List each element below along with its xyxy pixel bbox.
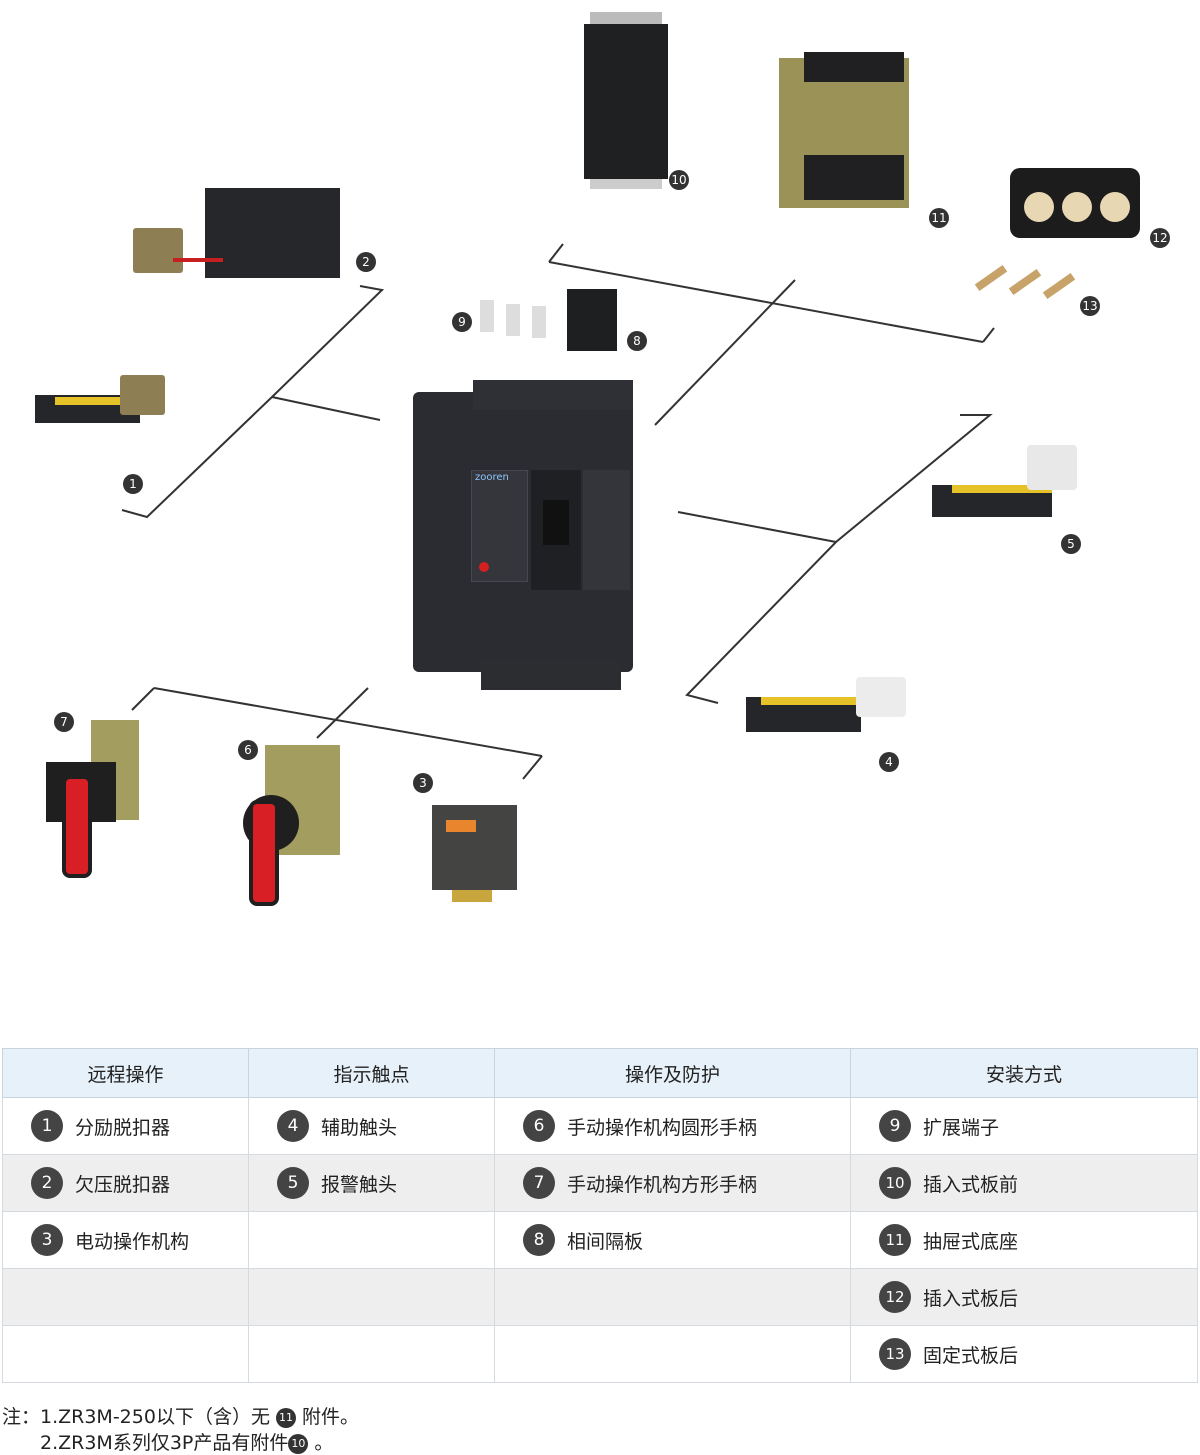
table-cell: 13 固定式板后 — [850, 1325, 1198, 1383]
phase-barrier-image — [567, 289, 617, 351]
shunt-release-image — [35, 375, 175, 455]
table-cell — [248, 1211, 495, 1269]
item-label: 固定式板后 — [923, 1344, 1019, 1367]
plug-in-rear-image — [1010, 168, 1140, 238]
table-cell: 7 手动操作机构方形手柄 — [494, 1154, 851, 1212]
item-label: 欠压脱扣器 — [75, 1173, 171, 1196]
note-2-badge: 10 — [288, 1433, 309, 1454]
alarm-contact-image — [932, 445, 1082, 535]
table-row: 1 分励脱扣器 4 辅助触头 6 手动操作机构圆形手柄 9 扩展端子 — [2, 1097, 1198, 1155]
table-cell: 12 插入式板后 — [850, 1268, 1198, 1326]
item-number-badge: 2 — [31, 1167, 63, 1199]
table-cell: 8 相间隔板 — [494, 1211, 851, 1269]
item-number-badge: 11 — [879, 1224, 911, 1256]
table-cell: 6 手动操作机构圆形手柄 — [494, 1097, 851, 1155]
plug-in-front-image — [584, 12, 668, 189]
item-number-badge: 12 — [879, 1281, 911, 1313]
main-breaker: zooren — [413, 380, 633, 690]
item-number-badge: 4 — [277, 1110, 309, 1142]
callout-10: 10 — [669, 170, 689, 190]
fixed-rear-image — [968, 262, 1083, 310]
table-cell: 10 插入式板前 — [850, 1154, 1198, 1212]
callout-11: 11 — [929, 208, 949, 228]
auxiliary-contact-image — [746, 672, 911, 762]
table-cell — [248, 1325, 495, 1383]
item-number-badge: 9 — [879, 1110, 911, 1142]
undervoltage-release-image — [133, 188, 343, 288]
table-cell: 11 抽屉式底座 — [850, 1211, 1198, 1269]
table-cell: 2 欠压脱扣器 — [2, 1154, 249, 1212]
item-label: 插入式板前 — [923, 1173, 1019, 1196]
table-row: 3 电动操作机构 8 相间隔板 11 抽屉式底座 — [2, 1211, 1198, 1269]
connector-lines — [121, 243, 995, 780]
drawer-base-image — [764, 50, 919, 220]
round-handle-image — [243, 745, 343, 906]
extension-terminal-image — [480, 298, 550, 338]
table-cell: 4 辅助触头 — [248, 1097, 495, 1155]
table-cell: 5 报警触头 — [248, 1154, 495, 1212]
item-label: 扩展端子 — [923, 1116, 1000, 1139]
callout-8: 8 — [627, 331, 647, 351]
header-operation-protection: 操作及防护 — [494, 1048, 851, 1098]
item-number-badge: 13 — [879, 1338, 911, 1370]
callout-4: 4 — [879, 752, 899, 772]
item-label: 插入式板后 — [923, 1287, 1019, 1310]
item-label: 电动操作机构 — [75, 1230, 190, 1253]
table-cell — [494, 1325, 851, 1383]
item-number-badge: 3 — [31, 1224, 63, 1256]
note-line-1: 注：1.ZR3M-250以下（含）无 11 附件。 — [2, 1402, 359, 1429]
table-header-row: 远程操作 指示触点 操作及防护 安装方式 — [2, 1048, 1198, 1098]
table-cell: 1 分励脱扣器 — [2, 1097, 249, 1155]
item-label: 报警触头 — [321, 1173, 398, 1196]
square-handle-image — [46, 720, 146, 878]
item-number-badge: 8 — [523, 1224, 555, 1256]
item-label: 手动操作机构方形手柄 — [567, 1173, 758, 1196]
item-label: 手动操作机构圆形手柄 — [567, 1116, 758, 1139]
callout-7: 7 — [54, 712, 74, 732]
item-label: 抽屉式底座 — [923, 1230, 1019, 1253]
table-cell — [494, 1268, 851, 1326]
callout-2: 2 — [356, 252, 376, 272]
item-number-badge: 6 — [523, 1110, 555, 1142]
item-label: 相间隔板 — [567, 1230, 644, 1253]
item-number-badge: 1 — [31, 1110, 63, 1142]
callout-3: 3 — [413, 773, 433, 793]
table-cell: 3 电动操作机构 — [2, 1211, 249, 1269]
header-remote-operation: 远程操作 — [2, 1048, 249, 1098]
callout-6: 6 — [238, 740, 258, 760]
accessory-table: 远程操作 指示触点 操作及防护 安装方式 1 分励脱扣器 4 辅助触头 6 手动操作机构圆… — [2, 1048, 1198, 1383]
item-label: 辅助触头 — [321, 1116, 398, 1139]
callout-5: 5 — [1061, 534, 1081, 554]
header-indicator-contact: 指示触点 — [248, 1048, 495, 1098]
callout-12: 12 — [1150, 228, 1170, 248]
note-2-text: 2.ZR3M系列仅3P产品有附件 — [40, 1432, 289, 1454]
item-label: 分励脱扣器 — [75, 1116, 171, 1139]
note-1-badge: 11 — [276, 1407, 296, 1428]
item-number-badge: 10 — [879, 1167, 911, 1199]
item-number-badge: 7 — [523, 1167, 555, 1199]
table-row: 2 欠压脱扣器 5 报警触头 7 手动操作机构方形手柄 10 插入式板前 — [2, 1154, 1198, 1212]
callout-9: 9 — [452, 312, 472, 332]
brand-logo: zooren — [475, 472, 509, 483]
table-cell — [2, 1325, 249, 1383]
item-number-badge: 5 — [277, 1167, 309, 1199]
table-cell — [248, 1268, 495, 1326]
note-1-suffix: 附件。 — [302, 1406, 360, 1428]
table-row: 13 固定式板后 — [2, 1325, 1198, 1383]
table-cell: 9 扩展端子 — [850, 1097, 1198, 1155]
note-1-text: 注：1.ZR3M-250以下（含）无 — [2, 1406, 270, 1428]
callout-13: 13 — [1080, 296, 1100, 316]
callout-1: 1 — [123, 474, 143, 494]
header-installation: 安装方式 — [850, 1048, 1198, 1098]
motor-operator-image — [432, 800, 552, 910]
accessories-diagram: zooren 1 2 9 8 10 11 — [35, 12, 1170, 910]
note-2-suffix: 。 — [314, 1432, 334, 1454]
table-row: 12 插入式板后 — [2, 1268, 1198, 1326]
table-cell — [2, 1268, 249, 1326]
